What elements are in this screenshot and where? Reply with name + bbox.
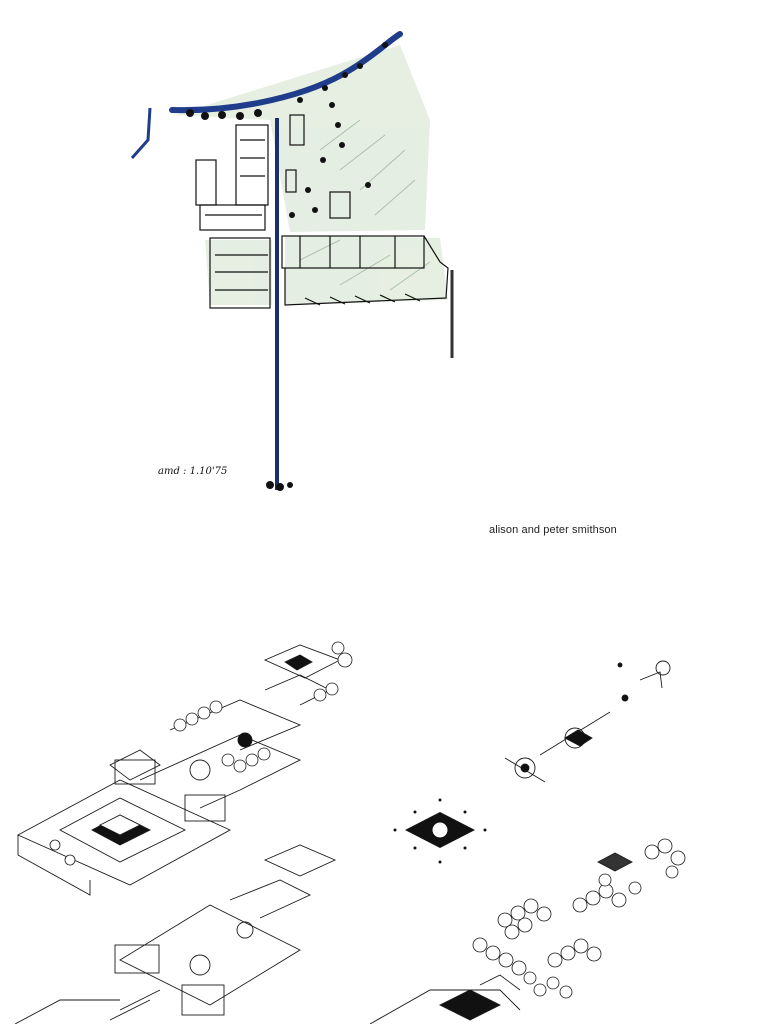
axonometric-drawings (14, 641, 686, 1024)
sketch-buildings-south (209, 235, 449, 309)
axonometric-right-fragments (504, 660, 671, 783)
axonometric-upper-left (16, 644, 342, 896)
central-square-motif (393, 798, 487, 864)
tree-groves (472, 838, 686, 999)
road-trees (186, 42, 388, 218)
axis-end-cluster (266, 481, 293, 491)
axonometric-upper-left-trees (49, 641, 353, 866)
road-spur (130, 107, 152, 159)
site-plan-sketch (130, 31, 454, 491)
sketch-signature: amd : 1.10'75 (158, 466, 228, 477)
lower-right-plaza (369, 852, 633, 1024)
caption-text: alison and peter smithson (489, 524, 617, 536)
axonometric-lower-left (14, 844, 337, 1024)
sketch-buildings-north (195, 114, 351, 231)
